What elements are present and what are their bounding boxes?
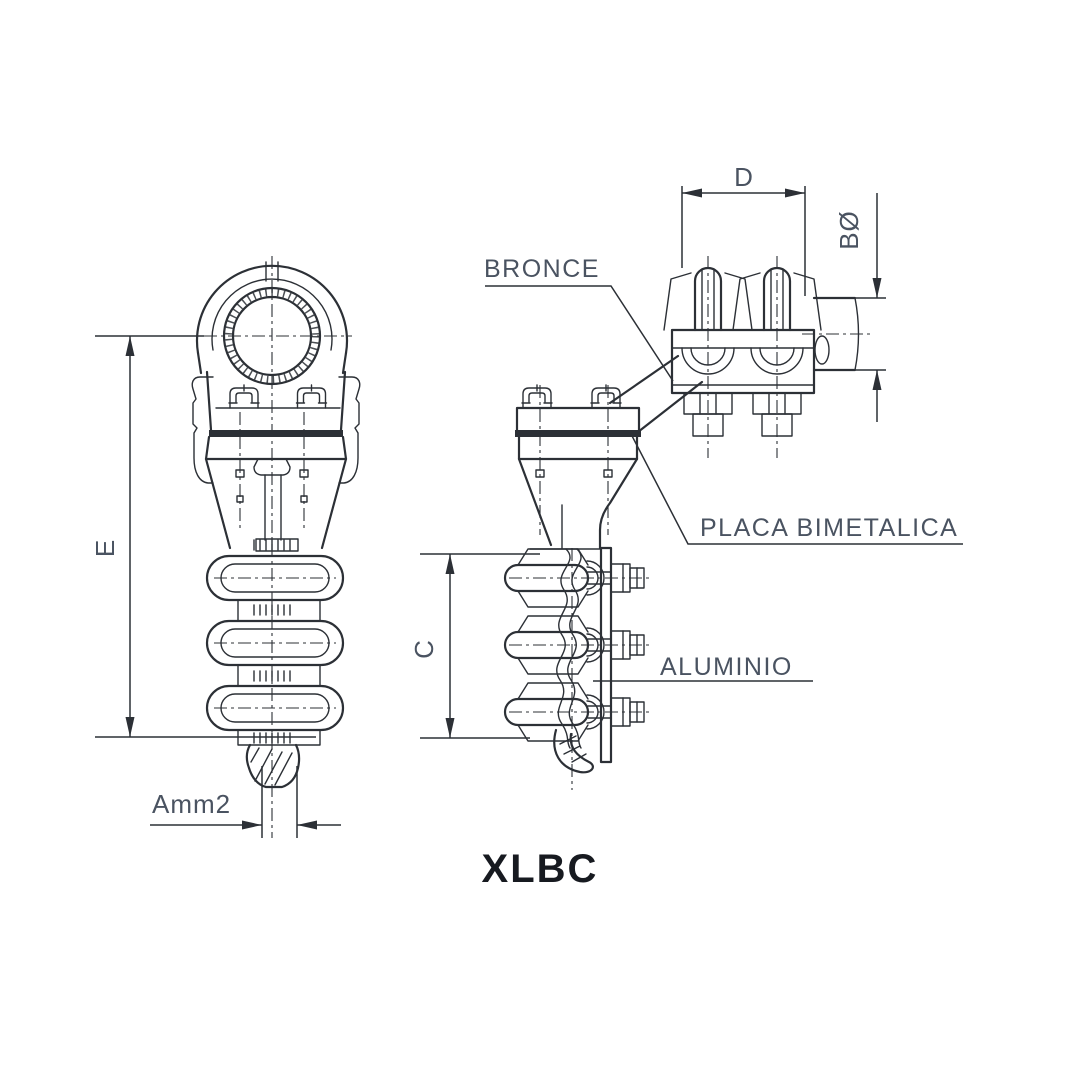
label-aluminio-text: ALUMINIO	[660, 653, 793, 681]
label-bronce-text: BRONCE	[484, 255, 600, 283]
dimension-d: D	[681, 162, 806, 296]
label-placa-bimetalica-text: PLACA BIMETALICA	[700, 514, 958, 542]
u-bolt-ovals	[205, 554, 345, 746]
leader-line	[485, 285, 674, 382]
dimension-amm2: Amm2	[150, 766, 341, 838]
conductor-stub	[245, 743, 301, 789]
eye-hole	[204, 286, 352, 386]
dimension-e-label: E	[90, 539, 120, 557]
wing-flange-right	[338, 376, 361, 484]
dimension-c: C	[409, 553, 540, 739]
clamp-body-top	[204, 370, 348, 530]
conductor-tube	[802, 296, 870, 372]
product-title: XLBC	[482, 847, 599, 891]
side-view	[503, 254, 870, 790]
bronze-clamp	[662, 254, 870, 460]
bimetal-bracket	[515, 384, 641, 550]
dimension-c-label: C	[409, 639, 439, 659]
dome	[195, 261, 349, 375]
leader-line	[629, 431, 963, 545]
label-aluminio: ALUMINIO	[593, 653, 813, 682]
dimension-b-diameter-label: BØ	[834, 210, 864, 250]
wing-flange-left	[191, 376, 214, 484]
cable-strand	[553, 548, 594, 774]
dimension-b-diameter: BØ	[834, 193, 886, 422]
label-bronce: BRONCE	[484, 255, 674, 382]
dimension-e: E	[90, 335, 316, 738]
taper-section	[204, 457, 348, 552]
bronze-arm	[608, 354, 704, 434]
front-view	[191, 256, 361, 838]
dimension-d-label: D	[734, 162, 754, 192]
label-placa-bimetalica: PLACA BIMETALICA	[629, 431, 963, 545]
aluminum-clamp	[503, 546, 654, 790]
dimension-amm2-label: Amm2	[152, 789, 231, 819]
